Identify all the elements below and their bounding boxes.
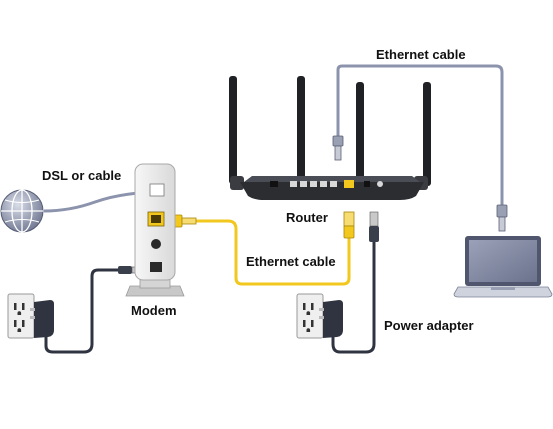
power-plug-icon	[30, 300, 54, 338]
laptop-icon	[453, 236, 553, 298]
globe-icon	[0, 189, 44, 233]
power-cord-router	[331, 211, 379, 354]
label-power-adapter: Power adapter	[384, 318, 474, 333]
ethernet-cable-router-laptop	[332, 64, 508, 232]
modem-icon	[125, 163, 185, 297]
router-icon	[229, 76, 431, 200]
power-plug-icon	[319, 300, 343, 338]
label-dsl-or-cable: DSL or cable	[42, 168, 122, 183]
label-router: Router	[286, 210, 328, 225]
label-ethernet-cable-top: Ethernet cable	[376, 47, 466, 62]
ethernet-cable-modem-router	[169, 211, 355, 286]
label-modem: Modem	[131, 303, 177, 318]
power-cord-modem	[44, 266, 145, 354]
label-ethernet-cable-middle: Ethernet cable	[246, 254, 336, 269]
wall-outlet-icon	[7, 293, 35, 339]
